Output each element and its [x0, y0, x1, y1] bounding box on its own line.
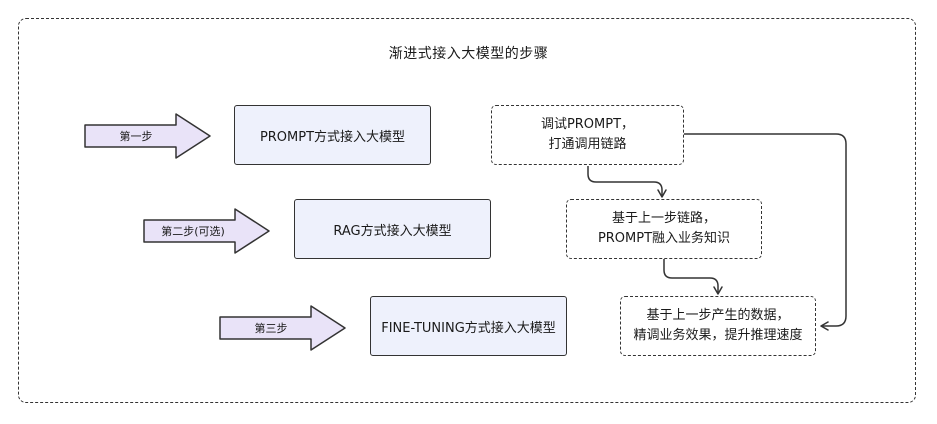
step-3-box: FINE-TUNING方式接入大模型 [370, 296, 567, 356]
step-3-label: 第三步 [254, 322, 288, 335]
note-3-line-2: 精调业务效果，提升推理速度 [633, 328, 803, 343]
step-3-arrow: 第三步 [219, 305, 347, 351]
connector-note1-to-note2 [587, 166, 667, 198]
step-2-label: 第二步(可选) [161, 225, 225, 238]
note-2: 基于上一步链路， PROMPT融入业务知识 [566, 199, 762, 259]
connector-note1-to-note3 [684, 133, 847, 331]
step-2-arrow-shape [143, 208, 270, 254]
note-1: 调试PROMPT， 打通调用链路 [491, 105, 684, 165]
step-2-box: RAG方式接入大模型 [294, 199, 491, 259]
step-1-box: PROMPT方式接入大模型 [234, 105, 431, 165]
note-3-line-1: 基于上一步产生的数据， [646, 308, 790, 323]
note-1-line-2: 打通调用链路 [548, 137, 627, 152]
diagram-title: 渐进式接入大模型的步骤 [388, 46, 549, 62]
step-1-arrow-shape [84, 113, 211, 159]
diagram-frame [18, 18, 916, 403]
step-1-label: 第一步 [119, 130, 153, 143]
note-2-line-2: PROMPT融入业务知识 [597, 231, 731, 246]
step-3-arrow-shape [219, 305, 346, 351]
note-2-line-1: 基于上一步链路， [611, 211, 716, 226]
step-2-arrow: 第二步(可选) [143, 208, 271, 254]
note-3: 基于上一步产生的数据， 精调业务效果，提升推理速度 [620, 296, 816, 356]
note-1-line-1: 调试PROMPT， [540, 117, 635, 132]
step-1-arrow: 第一步 [84, 113, 212, 159]
connector-note2-to-note3 [663, 259, 723, 295]
